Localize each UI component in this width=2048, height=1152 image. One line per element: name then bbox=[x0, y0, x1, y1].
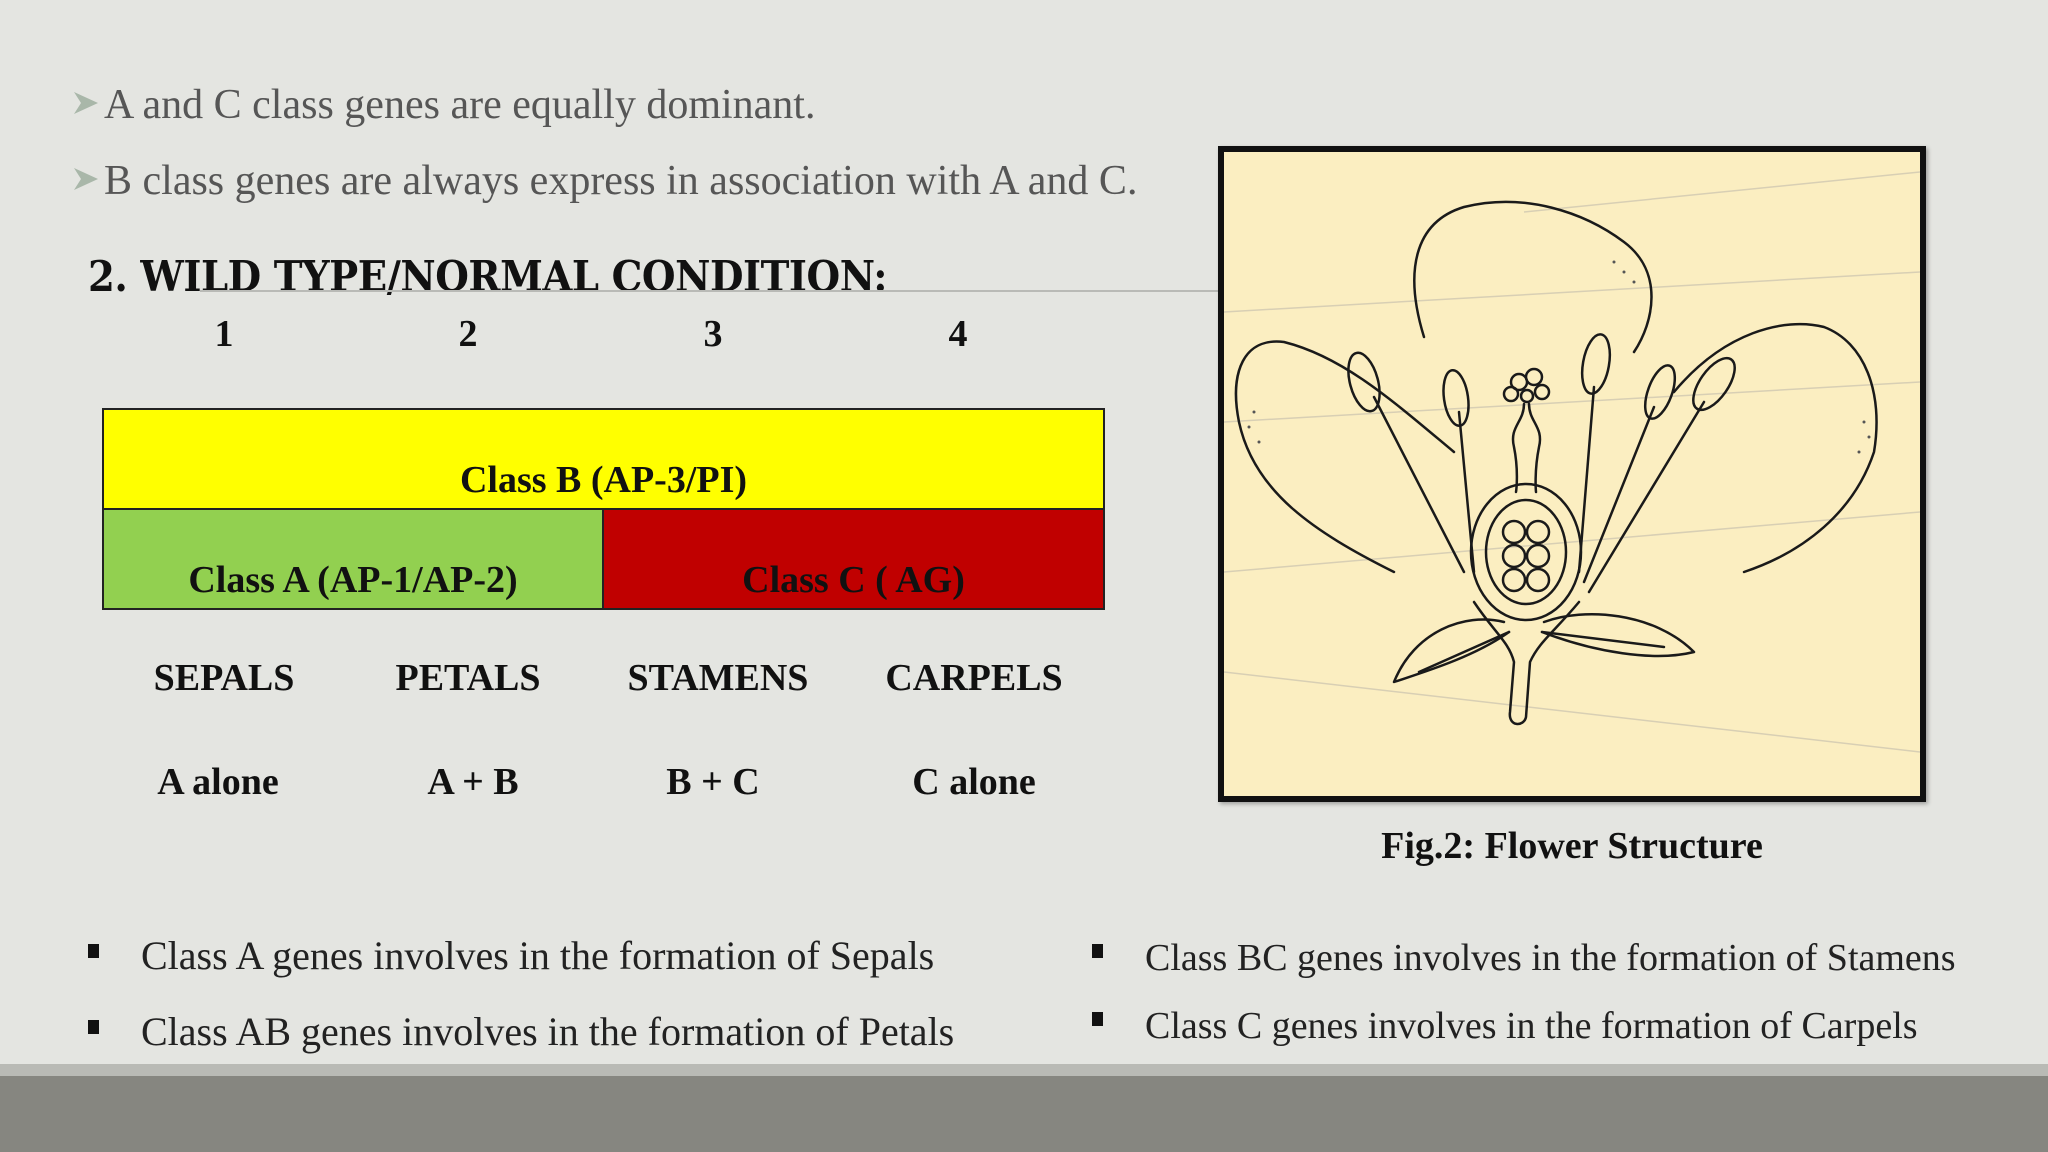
organ-stamens: STAMENS bbox=[627, 657, 809, 699]
intro-line-2: B class genes are always express in asso… bbox=[72, 160, 1137, 202]
footer-accent bbox=[0, 1064, 2048, 1076]
intro-text-1: A and C class genes are equally dominant… bbox=[104, 82, 816, 128]
footer-bar bbox=[0, 1076, 2048, 1152]
section-heading: 2. WILD TYPE/NORMAL CONDITION: bbox=[88, 252, 888, 301]
class-c-bar: Class C ( AG) bbox=[602, 508, 1105, 610]
bullet-text: Class A genes involves in the formation … bbox=[141, 933, 935, 978]
bullet-left-1: Class A genes involves in the formation … bbox=[88, 932, 1068, 982]
figure-caption: Fig.2: Flower Structure bbox=[1381, 825, 1763, 867]
intro-line-1: A and C class genes are equally dominant… bbox=[72, 84, 815, 126]
class-c-label: Class C ( AG) bbox=[742, 559, 965, 601]
combo-carpels: C alone bbox=[912, 761, 1036, 803]
class-b-label: Class B (AP-3/PI) bbox=[459, 459, 748, 501]
class-a-bar: Class A (AP-1/AP-2) bbox=[102, 508, 604, 610]
heading-divider bbox=[200, 290, 1220, 292]
square-bullet-icon bbox=[1092, 944, 1103, 958]
organ-petals: PETALS bbox=[395, 657, 541, 699]
square-bullet-icon bbox=[1092, 1012, 1103, 1026]
arrow-bullet-icon bbox=[72, 84, 102, 126]
arrow-bullet-icon bbox=[72, 160, 102, 202]
bullet-right-2: Class C genes involves in the formation … bbox=[1092, 1004, 2032, 1050]
square-bullet-icon bbox=[88, 1020, 99, 1034]
bullet-left-2: Class AB genes involves in the formation… bbox=[88, 1008, 1068, 1058]
bullet-text: Class C genes involves in the formation … bbox=[1145, 1005, 1918, 1047]
whorl-number-2: 2 bbox=[458, 313, 478, 355]
whorl-number-3: 3 bbox=[703, 313, 723, 355]
square-bullet-icon bbox=[88, 944, 99, 958]
organ-carpels: CARPELS bbox=[885, 657, 1063, 699]
bullet-text: Class BC genes involves in the formation… bbox=[1145, 937, 1956, 979]
combo-sepals: A alone bbox=[157, 761, 279, 803]
organ-sepals: SEPALS bbox=[153, 657, 295, 699]
intro-text-2: B class genes are always express in asso… bbox=[104, 158, 1138, 204]
whorl-number-1: 1 bbox=[214, 313, 234, 355]
flower-illustration bbox=[1224, 171, 1920, 753]
class-b-bar: Class B (AP-3/PI) bbox=[102, 408, 1105, 510]
combo-stamens: B + C bbox=[666, 761, 760, 803]
whorl-number-4: 4 bbox=[948, 313, 968, 355]
flower-figure bbox=[1218, 146, 1926, 802]
combo-petals: A + B bbox=[427, 761, 519, 803]
bullet-right-1: Class BC genes involves in the formation… bbox=[1092, 936, 2032, 982]
class-a-label: Class A (AP-1/AP-2) bbox=[188, 559, 518, 601]
bullet-text: Class AB genes involves in the formation… bbox=[141, 1009, 955, 1054]
